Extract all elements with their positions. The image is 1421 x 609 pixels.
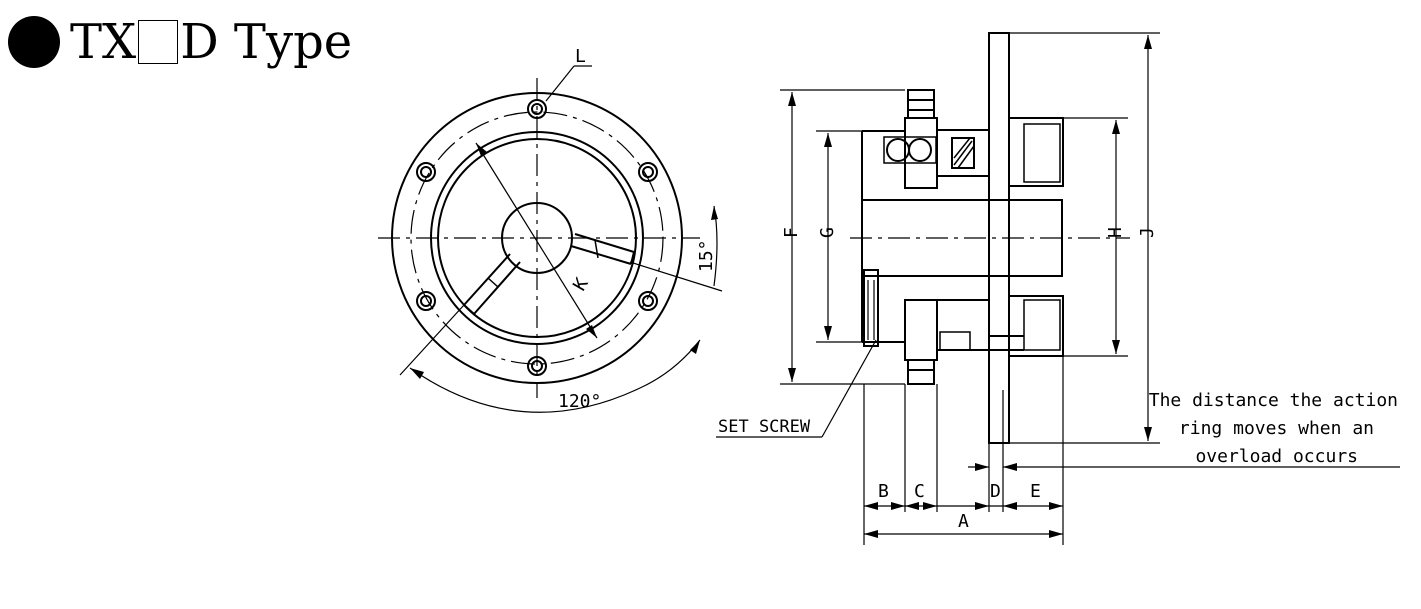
a-label: A [958, 511, 969, 532]
diagram-title: TX D Type [8, 12, 352, 72]
l-label: L [575, 46, 586, 67]
blank-box-icon [138, 20, 179, 64]
f-label: F [781, 227, 802, 238]
e-label: E [1030, 481, 1041, 502]
set-screw-arm-right [570, 233, 635, 265]
note-line-3: overload occurs [1195, 446, 1358, 467]
l-leader [545, 65, 575, 102]
bolt-hole [638, 162, 658, 182]
bolt-hole [416, 162, 436, 182]
body-outer-circle [430, 131, 644, 345]
hub-circle [501, 202, 573, 274]
angle-120-line [399, 304, 465, 376]
k-label: K [569, 274, 593, 294]
bolt-hole [527, 356, 547, 376]
k-dimension-line [475, 142, 598, 339]
set-screw-body [863, 269, 879, 347]
right-plate-top [1008, 117, 1064, 187]
spring [951, 137, 975, 169]
set-screw-leader [821, 339, 877, 438]
set-screw-label: SET SCREW [718, 417, 811, 437]
bolt-hole [527, 99, 547, 119]
bolt-hole [416, 291, 436, 311]
right-plate-bottom [1008, 295, 1064, 357]
angle-120-arc [409, 339, 701, 413]
j-label: J [1137, 227, 1158, 238]
angle-15-line [629, 261, 723, 292]
note-line-2: ring moves when an [1179, 418, 1374, 439]
note-line-1: The distance the action [1149, 390, 1398, 411]
hub-bore [861, 199, 1063, 277]
b-label: B [878, 481, 889, 502]
g-label: G [817, 227, 838, 238]
side-view: SET SCREW F G H [716, 32, 1400, 545]
bullet-icon [8, 16, 60, 68]
body-inner-circle [437, 138, 637, 338]
bearing-ball [908, 138, 932, 162]
title-text: TX D Type [70, 12, 352, 72]
set-screw-arm-left [463, 253, 521, 315]
angle-15-label: 15° [696, 239, 717, 272]
c-label: C [914, 481, 925, 502]
outer-flange-circle [391, 92, 683, 384]
title-prefix: TX [70, 14, 137, 70]
flange-bottom [904, 299, 938, 361]
front-view: K L 15° 120° [378, 46, 723, 413]
title-suffix: D Type [180, 14, 353, 70]
bolt-holes [416, 99, 658, 376]
bolt-hole [638, 291, 658, 311]
h-label: H [1105, 227, 1126, 238]
angle-120-label: 120° [558, 391, 601, 412]
bolt-pitch-circle [410, 111, 664, 365]
d-label: D [990, 481, 1001, 502]
